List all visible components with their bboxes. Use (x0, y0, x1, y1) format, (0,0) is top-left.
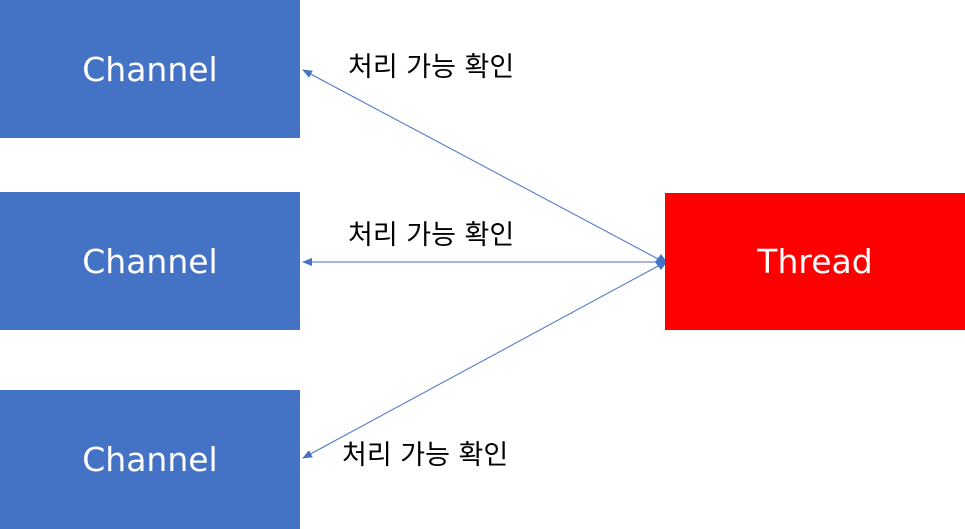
thread-label: Thread (757, 242, 873, 281)
connector-arrow-3 (302, 264, 661, 459)
channel-box-3: Channel (0, 390, 300, 529)
edge-label-2: 처리 가능 확인 (348, 220, 515, 251)
channel-box-1: Channel (0, 0, 300, 138)
channel-box-2: Channel (0, 192, 300, 330)
thread-box: Thread (665, 193, 965, 330)
channel-label-3: Channel (82, 440, 218, 479)
edge-label-1: 처리 가능 확인 (348, 52, 515, 83)
edge-label-3: 처리 가능 확인 (342, 440, 509, 471)
channel-label-2: Channel (82, 241, 218, 281)
channel-label-1: Channel (82, 49, 218, 89)
